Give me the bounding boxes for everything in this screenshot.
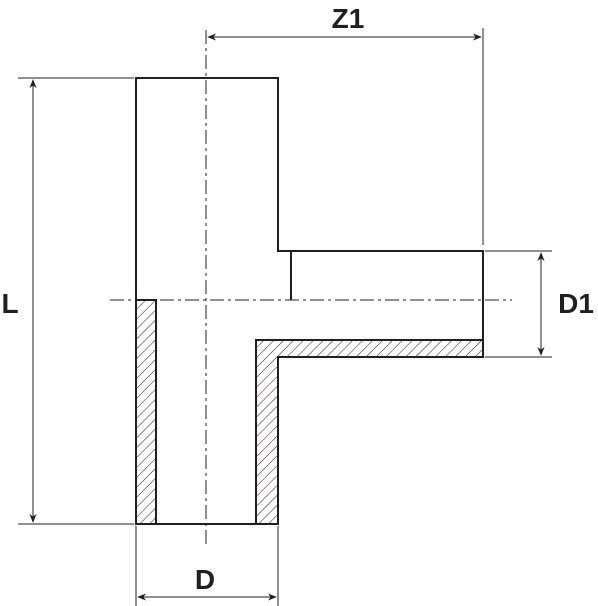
- d-label: D: [195, 564, 215, 595]
- fitting-outline: [135, 77, 484, 525]
- z1-label: Z1: [332, 3, 365, 34]
- left-wall-section: [135, 299, 157, 525]
- lower-right-wall-section: [255, 339, 484, 525]
- l-label: L: [1, 288, 18, 319]
- d1-label: D1: [558, 288, 594, 319]
